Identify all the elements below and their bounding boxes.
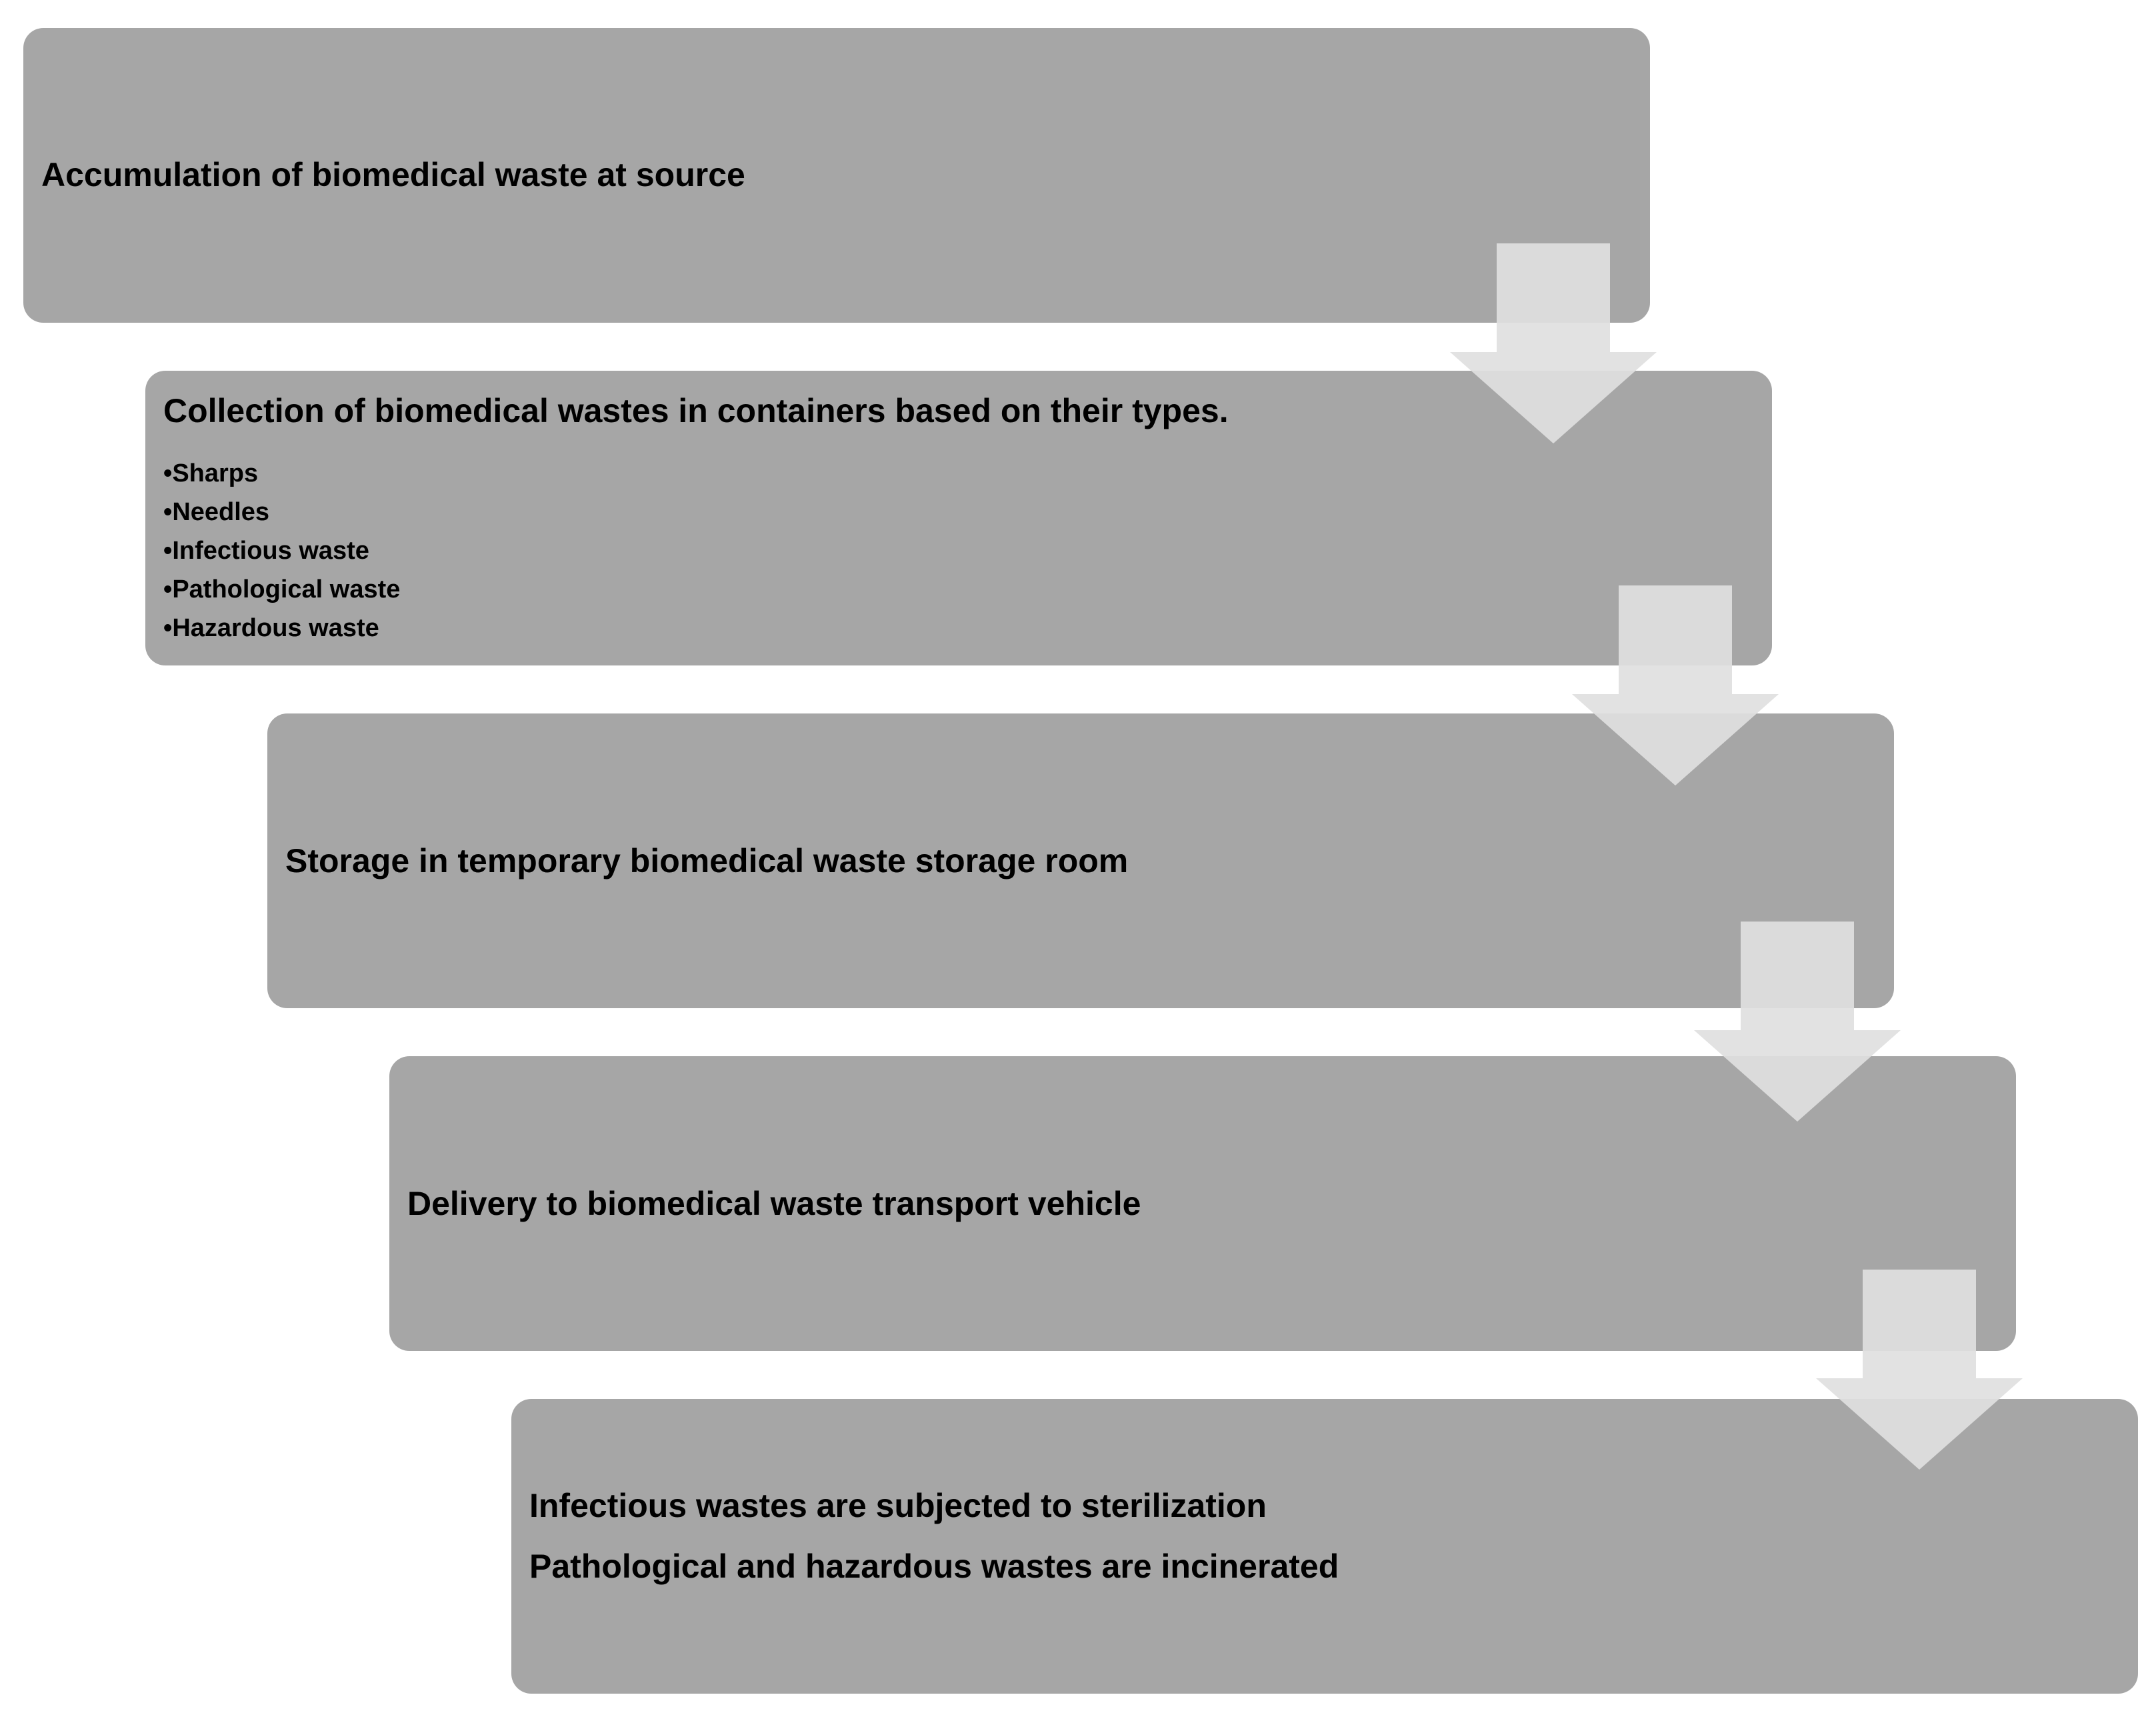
down-arrow-icon (1572, 585, 1779, 785)
step-title-storage: Storage in temporary biomedical waste st… (285, 842, 1129, 880)
step-box-collection: Collection of biomedical wastes in conta… (145, 371, 1772, 665)
treatment-line-incineration: Pathological and hazardous wastes are in… (529, 1548, 1339, 1585)
step-title-collection: Collection of biomedical wastes in conta… (163, 392, 1229, 429)
down-arrow-icon (1694, 922, 1901, 1122)
waste-type-item: Infectious waste (163, 531, 400, 570)
step-box-delivery: Delivery to biomedical waste transport v… (389, 1056, 2016, 1351)
waste-type-item: Hazardous waste (163, 609, 400, 647)
down-arrow-icon (1450, 243, 1657, 443)
step-box-treatment: Infectious wastes are subjected to steri… (511, 1399, 2138, 1694)
waste-type-item: Sharps (163, 454, 400, 493)
step-title-delivery: Delivery to biomedical waste transport v… (407, 1185, 1141, 1222)
waste-type-item: Needles (163, 493, 400, 531)
waste-type-list: Sharps Needles Infectious waste Patholog… (163, 454, 400, 647)
step-box-storage: Storage in temporary biomedical waste st… (267, 713, 1894, 1008)
treatment-line-sterilization: Infectious wastes are subjected to steri… (529, 1487, 1267, 1524)
down-arrow-icon (1816, 1270, 2023, 1470)
treatment-lines: Infectious wastes are subjected to steri… (529, 1486, 1339, 1607)
step-title-accumulation: Accumulation of biomedical waste at sour… (41, 156, 745, 193)
step-box-accumulation: Accumulation of biomedical waste at sour… (23, 28, 1650, 323)
waste-type-item: Pathological waste (163, 570, 400, 609)
